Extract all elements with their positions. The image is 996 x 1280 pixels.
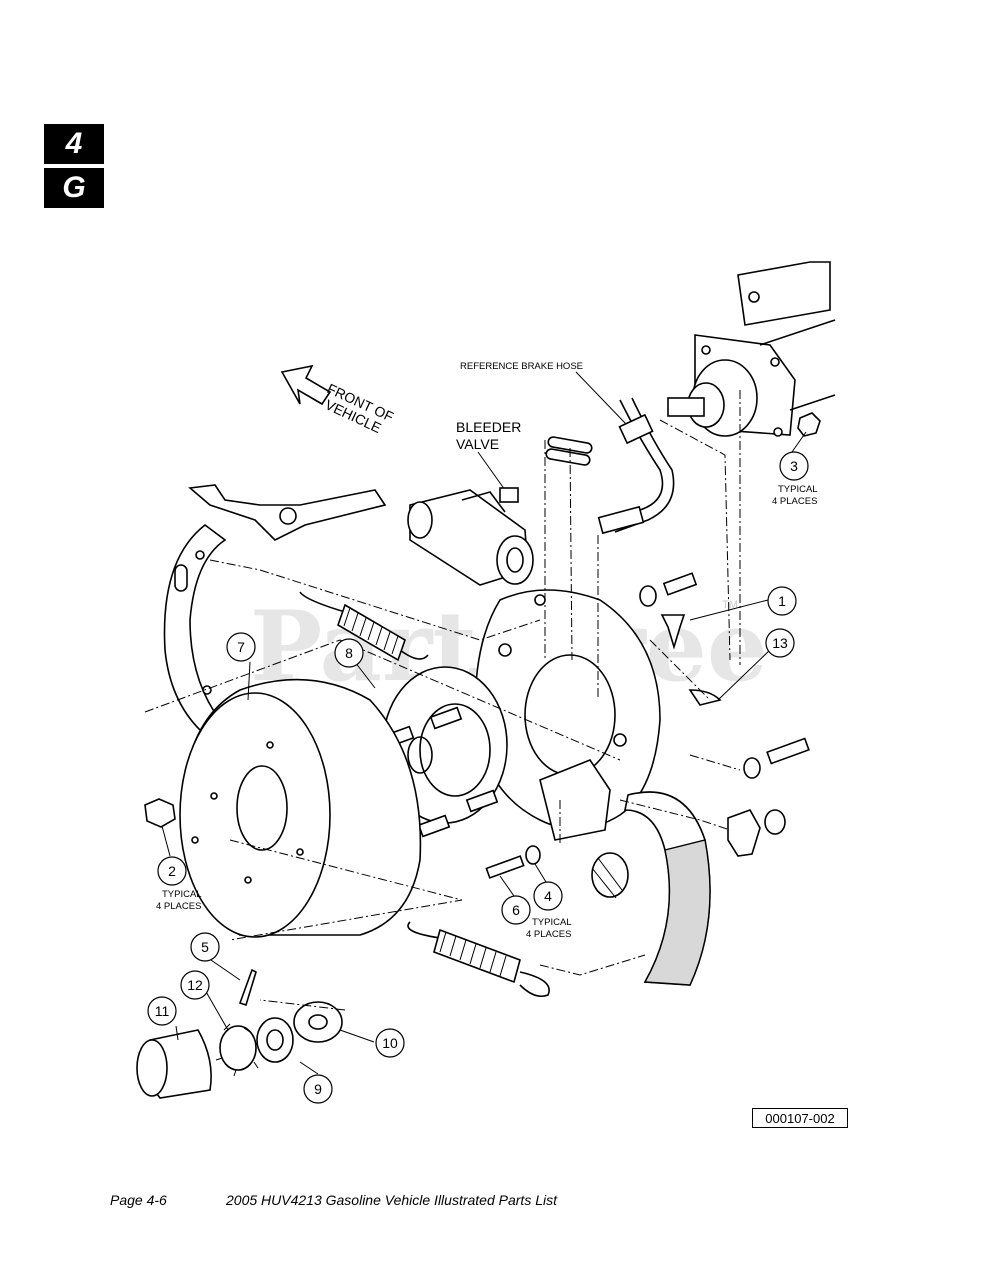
note-3-typical: TYPICAL bbox=[778, 484, 818, 495]
callout-4: 4 bbox=[533, 881, 563, 911]
svg-text:8: 8 bbox=[345, 645, 353, 661]
upper-spring bbox=[299, 591, 429, 662]
figure-id: 000107-002 bbox=[752, 1108, 848, 1128]
callout-7: 7 bbox=[226, 632, 256, 662]
svg-text:12: 12 bbox=[187, 977, 203, 993]
front-of-vehicle-arrow: FRONT OF VEHICLE bbox=[280, 364, 396, 436]
note-4-typical: TYPICAL bbox=[532, 917, 572, 928]
callout-5: 5 bbox=[190, 932, 220, 962]
brake-shoe-left bbox=[163, 523, 227, 731]
callout-1: 1 bbox=[767, 586, 797, 616]
reference-brake-hose-label: REFERENCE BRAKE HOSE bbox=[460, 361, 583, 372]
wheel-cylinder bbox=[407, 487, 534, 586]
lower-spring bbox=[407, 921, 550, 998]
leader-lines bbox=[161, 431, 807, 1075]
brake-drum bbox=[179, 678, 422, 938]
svg-text:10: 10 bbox=[382, 1035, 398, 1051]
note-2-typical: TYPICAL bbox=[162, 889, 202, 900]
alignment-lines bbox=[144, 390, 741, 1011]
watermark-trademark: TM bbox=[722, 599, 738, 611]
callout-6: 6 bbox=[501, 895, 531, 925]
brake-hose bbox=[597, 397, 675, 535]
parking-brake-lever bbox=[188, 484, 387, 541]
lug-nut bbox=[144, 798, 176, 828]
callout-13: 13 bbox=[765, 628, 795, 658]
svg-text:4: 4 bbox=[544, 888, 552, 904]
footer-document-title: 2005 HUV4213 Gasoline Vehicle Illustrate… bbox=[226, 1192, 557, 1208]
bleeder-valve-label-line2: VALVE bbox=[456, 436, 499, 452]
svg-text:1: 1 bbox=[778, 593, 786, 609]
svg-text:13: 13 bbox=[772, 635, 788, 651]
svg-text:9: 9 bbox=[314, 1081, 322, 1097]
callout-9: 9 bbox=[303, 1074, 333, 1104]
svg-text:6: 6 bbox=[512, 902, 520, 918]
svg-text:3: 3 bbox=[790, 458, 798, 474]
brake-shoe-right bbox=[624, 791, 711, 986]
svg-text:7: 7 bbox=[237, 639, 245, 655]
svg-text:5: 5 bbox=[201, 939, 209, 955]
note-4-places: 4 PLACES bbox=[526, 929, 571, 940]
note-3-places: 4 PLACES bbox=[772, 496, 817, 507]
callout-8: 8 bbox=[334, 638, 364, 668]
hub-nut-assembly bbox=[136, 968, 343, 1099]
subsection-tab: G bbox=[44, 168, 104, 208]
callout-11: 11 bbox=[147, 996, 177, 1026]
callout-3: 3 bbox=[779, 451, 809, 481]
callout-2: 2 bbox=[157, 856, 187, 886]
svg-text:2: 2 bbox=[168, 863, 176, 879]
section-tab: 4 bbox=[44, 124, 104, 164]
footer-page-number: Page 4-6 bbox=[110, 1192, 167, 1208]
mounting-bolts bbox=[485, 572, 810, 879]
svg-text:11: 11 bbox=[155, 1003, 170, 1019]
adjuster-parts bbox=[539, 759, 629, 899]
callout-10: 10 bbox=[375, 1028, 405, 1058]
bleeder-valve-label-line1: BLEEDER bbox=[456, 419, 521, 435]
callout-12: 12 bbox=[180, 970, 210, 1000]
note-2-places: 4 PLACES bbox=[156, 901, 201, 912]
axle-housing bbox=[667, 261, 836, 437]
